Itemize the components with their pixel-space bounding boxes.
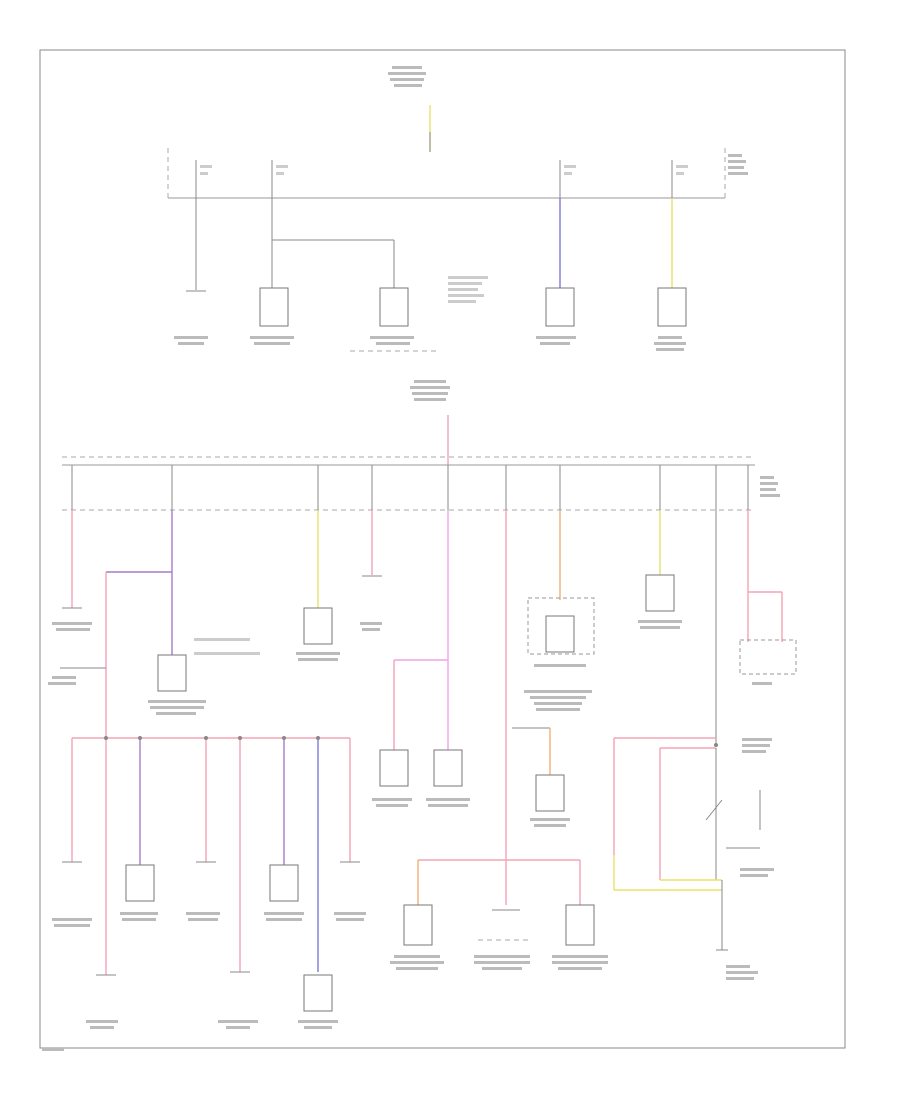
bottom-branch-1 (52, 510, 92, 631)
top-fuse-2 (271, 160, 288, 198)
top-component-4 (545, 287, 575, 327)
top-fuse-3 (559, 160, 576, 198)
top-section (167, 66, 748, 352)
bottom-source-label (410, 380, 450, 401)
top-branch-2 (250, 198, 440, 352)
bottom-component-10 (565, 904, 595, 946)
bottom-component-11 (545, 615, 575, 653)
left-side-label (48, 667, 106, 685)
footnote-mark (42, 1048, 64, 1051)
top-component-5 (657, 287, 687, 327)
top-component-2 (259, 287, 289, 327)
top-branch-3 (536, 198, 576, 345)
top-fuse-1 (195, 160, 212, 198)
top-component-3 (379, 287, 409, 327)
bottom-component-7 (379, 749, 409, 787)
top-bus-label (728, 154, 748, 175)
bottom-component-13 (645, 574, 675, 612)
bottom-component-12 (535, 774, 565, 812)
bottom-component-9 (403, 904, 433, 946)
top-branch-4 (654, 198, 687, 351)
bottom-branch-6 (390, 510, 608, 970)
bottom-bus-label (760, 476, 780, 497)
bottom-component-2 (157, 654, 187, 692)
bottom-branch-5 (372, 510, 470, 807)
bottom-component-6 (303, 607, 333, 645)
bottom-component-14 (739, 639, 797, 675)
bottom-component-3 (125, 864, 155, 902)
bottom-branch-3 (296, 510, 340, 661)
bottom-branch-9 (613, 510, 797, 980)
bottom-fuses (71, 465, 749, 510)
bottom-component-5 (303, 974, 333, 1012)
bottom-component-4 (269, 864, 299, 902)
diagram-frame (39, 49, 846, 1049)
bottom-section (42, 380, 797, 1051)
lower-left-harness (52, 736, 366, 1029)
top-source-label (388, 66, 426, 87)
top-center-note (448, 276, 488, 303)
top-branch-1 (174, 198, 208, 345)
bottom-branch-4 (360, 510, 382, 631)
bottom-branch-2 (105, 510, 260, 975)
top-fuse-4 (671, 160, 688, 198)
bottom-branch-8 (638, 510, 682, 629)
bottom-branch-7 (512, 510, 595, 827)
bottom-component-8 (433, 749, 463, 787)
